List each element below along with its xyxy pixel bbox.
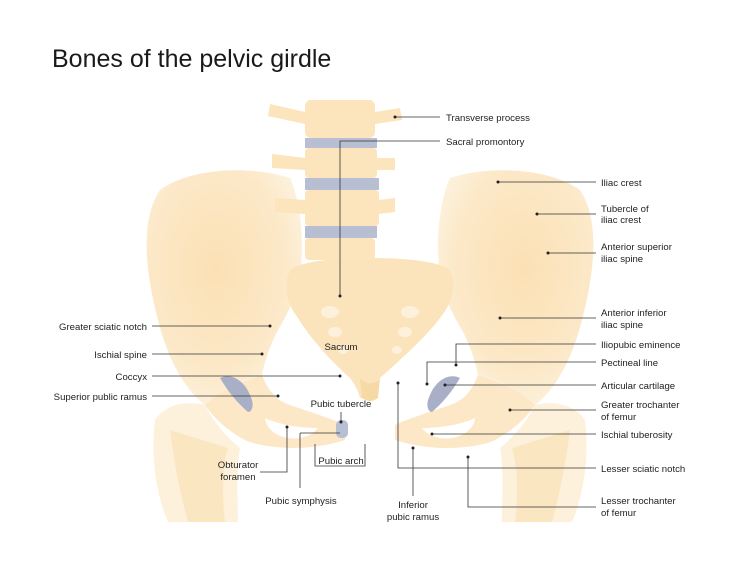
label-iliac-crest: Iliac crest [601, 178, 642, 189]
label-tubercle-iliac-crest-2: iliac crest [601, 215, 641, 226]
label-anterior-inferior-1: Anterior inferior [601, 308, 667, 319]
coccyx-bone [360, 378, 380, 401]
label-pubic-tubercle: Pubic tubercle [311, 399, 372, 410]
label-sacrum: Sacrum [324, 342, 357, 353]
label-anterior-superior-1: Anterior superior [601, 242, 673, 253]
labels-left: Greater sciatic notch Ischial spine Cocc… [54, 322, 148, 403]
symphysis-disc [336, 420, 348, 438]
label-tubercle-iliac-crest-1: Tubercle of [601, 204, 649, 215]
label-inferior-pubic-ramus-2: pubic ramus [387, 512, 439, 523]
label-anterior-superior-2: iliac spine [601, 254, 643, 265]
label-superior-pubic-ramus: Superior public ramus [54, 392, 148, 403]
sacrum-bone [286, 258, 454, 398]
label-pectineal-line: Pectineal line [601, 358, 658, 369]
ilium-left [146, 170, 302, 405]
page-title: Bones of the pelvic girdle [52, 45, 331, 73]
label-iliopubic-eminence: Iliopubic eminence [601, 340, 680, 351]
labels-right: Transverse process Sacral promontory Ili… [446, 113, 685, 519]
label-sacral-promontory: Sacral promontory [446, 137, 525, 148]
label-lesser-trochanter-1: Lesser trochanter [601, 496, 676, 507]
label-obturator-foramen-2: foramen [220, 472, 255, 483]
label-ischial-spine: Ischial spine [94, 350, 147, 361]
femur-left [153, 403, 240, 522]
label-articular-cartilage: Articular cartilage [601, 381, 675, 392]
pelvis-illustration [146, 100, 594, 522]
label-ischial-tuberosity: Ischial tuberosity [601, 430, 673, 441]
obturator-hole-right [422, 418, 475, 439]
label-inferior-pubic-ramus-1: Inferior [398, 500, 429, 511]
label-obturator-foramen-1: Obturator [218, 460, 259, 471]
label-pubic-arch: Pubic arch [318, 456, 363, 467]
leader-lines [152, 115, 596, 508]
label-pubic-symphysis: Pubic symphysis [265, 496, 337, 507]
lumbar-vertebrae [268, 100, 402, 260]
ilium-right [438, 170, 594, 405]
label-greater-sciatic-notch: Greater sciatic notch [59, 322, 147, 333]
label-anterior-inferior-2: iliac spine [601, 320, 643, 331]
label-coccyx: Coccyx [116, 372, 148, 383]
femur-right [500, 403, 587, 522]
labels-center: Sacrum Pubic tubercle Obturator foramen … [218, 342, 440, 523]
label-transverse-process: Transverse process [446, 113, 530, 124]
label-lesser-trochanter-2: of femur [601, 508, 637, 519]
label-greater-trochanter-1: Greater trochanter [601, 400, 680, 411]
label-lesser-sciatic-notch: Lesser sciatic notch [601, 464, 685, 475]
label-greater-trochanter-2: of femur [601, 412, 637, 423]
cartilage-left [220, 376, 253, 412]
